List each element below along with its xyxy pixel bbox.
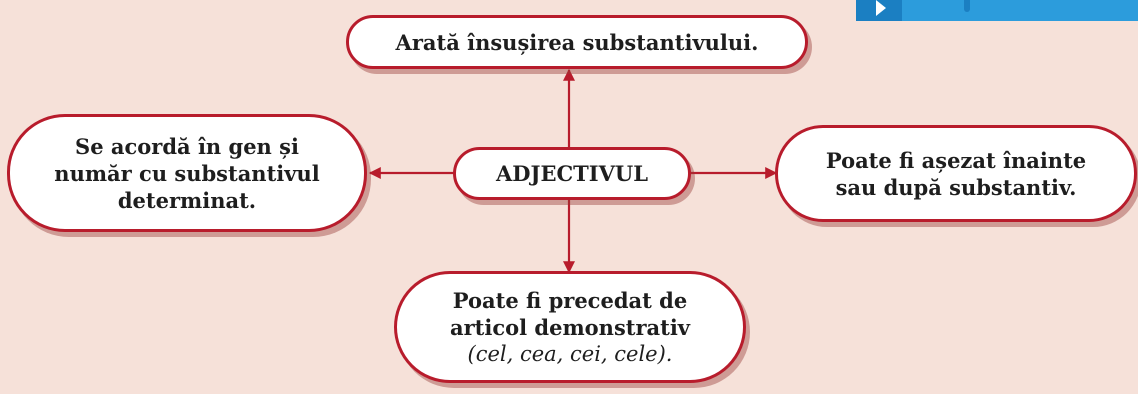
node-agreement-line: Se acordă în gen și <box>75 133 299 159</box>
node-center-adjectivul: ADJECTIVUL <box>453 147 691 200</box>
corner-tab <box>856 0 1138 21</box>
node-demonstrative-line: Poate fi precedat de <box>452 287 688 313</box>
node-property-line: Arată însușirea substantivului. <box>395 29 759 55</box>
center-label: ADJECTIVUL <box>496 161 648 186</box>
corner-tab-mark <box>964 0 970 12</box>
node-property: Arată însușirea substantivului. <box>346 15 808 69</box>
node-agreement: Se acordă în gen și număr cu substantivu… <box>7 114 367 232</box>
example-words: (cel, cea, cei, cele) <box>467 341 666 366</box>
node-position-line: Poate fi așezat înainte <box>825 147 1087 173</box>
example-period: . <box>665 341 673 366</box>
node-demonstrative-example: (cel, cea, cei, cele). <box>450 341 690 368</box>
play-arrow-icon <box>876 0 886 16</box>
node-position: Poate fi așezat înainte sau după substan… <box>775 125 1137 222</box>
corner-tab-square <box>856 0 902 21</box>
node-position-line: sau după substantiv. <box>835 174 1077 200</box>
node-demonstrative-line: articol demonstrativ <box>449 314 691 340</box>
node-demonstrative: Poate fi precedat de articol demonstrati… <box>394 271 746 383</box>
node-agreement-line: determinat. <box>117 187 257 213</box>
node-agreement-line: număr cu substantivul <box>54 160 320 186</box>
